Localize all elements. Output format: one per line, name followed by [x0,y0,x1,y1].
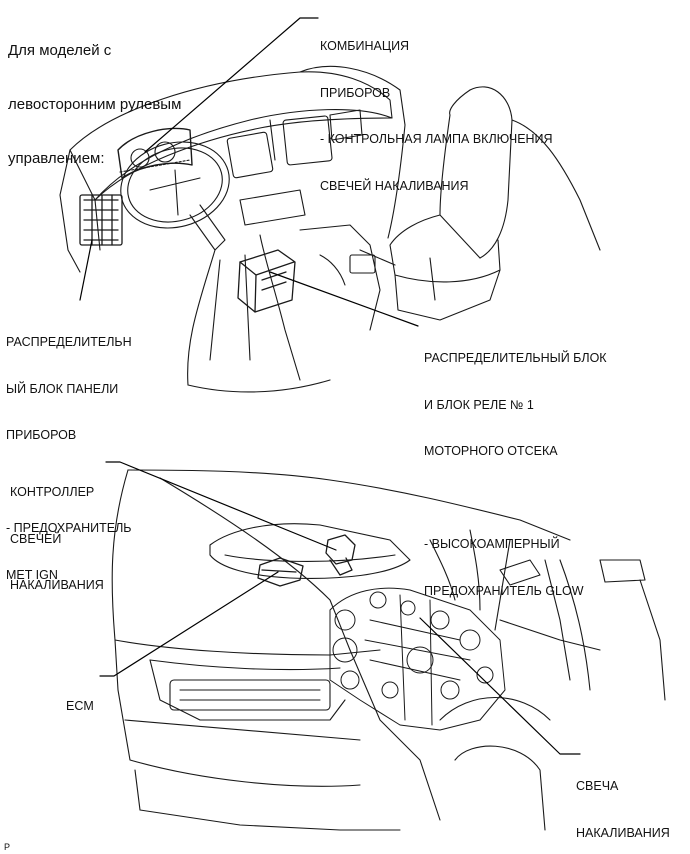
instrument-panel-junction-block-callout: РАСПРЕДЕЛИТЕЛЬН ЫЙ БЛОК ПАНЕЛИ ПРИБОРОВ … [6,335,132,582]
engine-room-junction-block-callout: РАСПРЕДЕЛИТЕЛЬНЫЙ БЛОК И БЛОК РЕЛЕ № 1 М… [424,351,607,598]
leader-ecm [99,571,279,677]
leader-glow-plug [419,617,581,755]
glow-plug-controller-callout: КОНТРОЛЛЕР СВЕЧЕЙ НАКАЛИВАНИЯ [10,485,104,592]
ecm-callout: ECM [66,699,94,713]
glow-plug-callout: СВЕЧА НАКАЛИВАНИЯ [576,779,670,840]
combination-meter-callout: КОМБИНАЦИЯ ПРИБОРОВ - КОНТРОЛЬНАЯ ЛАМПА … [320,39,553,193]
left-hand-drive-heading: Для моделей с левосторонним рулевым упра… [8,42,182,167]
van-front-drawing [111,469,666,831]
cabin-interior-drawing [59,65,601,393]
leader-combination-meter [144,17,319,153]
leader-glow-controller [105,461,337,551]
leader-instrument-panel-jb [79,239,93,301]
figure-id: P [4,842,11,852]
leader-lines [79,17,581,755]
leader-engine-room-jb [269,271,419,327]
